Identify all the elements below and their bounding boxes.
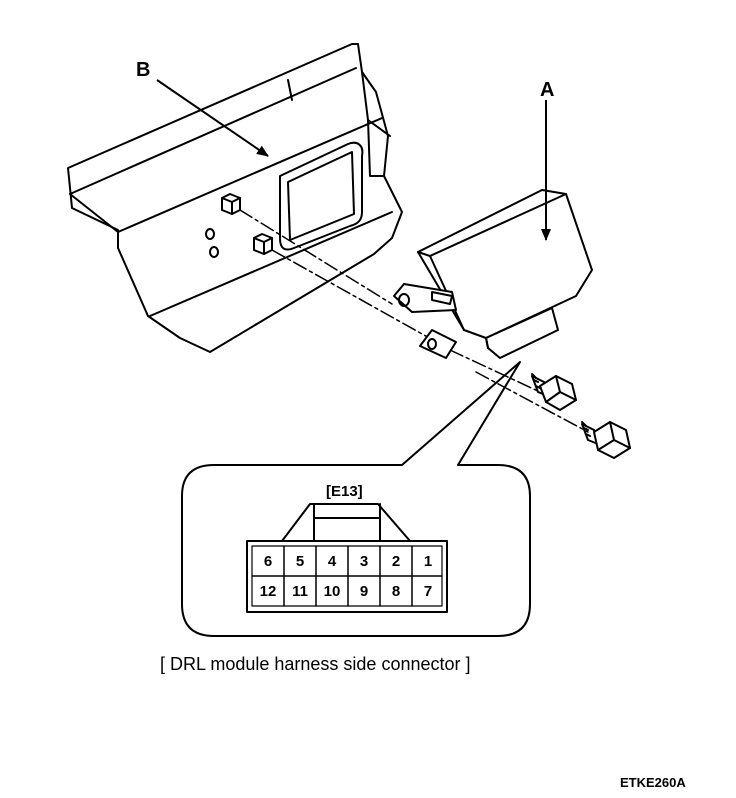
figure-code: ETKE260A <box>620 775 686 790</box>
connector-pin: 10 <box>323 582 341 600</box>
alignment-lines <box>239 209 589 433</box>
connector-pin: 8 <box>391 582 401 600</box>
connector-pin: 1 <box>423 552 433 570</box>
bolt-lower <box>581 421 631 459</box>
label-a: A <box>540 79 555 101</box>
connector-pin: 3 <box>359 552 369 570</box>
label-b-arrow <box>156 79 269 157</box>
connector-pin: 4 <box>327 552 337 570</box>
label-b: B <box>136 59 151 81</box>
connector-pin: 9 <box>359 582 369 600</box>
connector-id: [E13] <box>326 483 363 500</box>
callout-bubble <box>181 361 531 637</box>
connector-pin: 6 <box>263 552 273 570</box>
drl-module <box>393 189 593 359</box>
connector-housing <box>246 503 448 613</box>
connector-pin: 12 <box>259 582 277 600</box>
connector-pin: 11 <box>292 582 308 600</box>
connector-pin: 7 <box>423 582 433 600</box>
connector-pin: 5 <box>295 552 305 570</box>
connector-pin: 2 <box>391 552 401 570</box>
bolt-upper <box>531 373 577 411</box>
connector-caption: [ DRL module harness side connector ] <box>160 654 471 674</box>
body-panel <box>67 43 403 353</box>
